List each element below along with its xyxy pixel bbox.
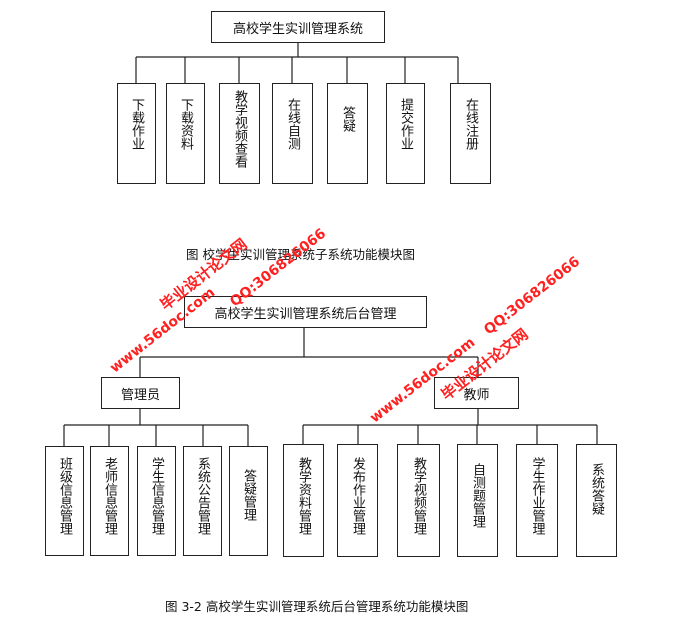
diagram1-node-submit-homework: 提交作业: [386, 83, 425, 184]
node-label: 系统答疑: [589, 463, 604, 515]
node-label: 在线注册: [463, 98, 478, 150]
node-label: 在线自测: [285, 98, 300, 150]
admin-node-class-info: 班级信息管理: [45, 446, 84, 556]
teacher-node-system-qa: 系统答疑: [576, 444, 617, 557]
teacher-node-teaching-materials: 教学资料管理: [283, 444, 324, 557]
node-label: 提交作业: [398, 98, 413, 150]
admin-label: 管理员: [120, 387, 160, 403]
diagram1-root-label: 高校学生实训管理系统: [232, 21, 363, 37]
node-label: 教学资料管理: [296, 457, 311, 535]
diagram2-root-node: 高校学生实训管理系统后台管理: [184, 296, 427, 328]
node-label: 答疑: [340, 106, 355, 132]
diagram2-root-label: 高校学生实训管理系统后台管理: [214, 306, 397, 322]
teacher-node-publish-homework: 发布作业管理: [337, 444, 378, 557]
node-label: 答疑管理: [241, 469, 256, 521]
node-label: 下载作业: [129, 98, 144, 150]
admin-node-teacher-info: 老师信息管理: [90, 446, 129, 556]
admin-node-qa-management: 答疑管理: [229, 446, 268, 556]
node-label: 系统公告管理: [195, 457, 210, 535]
diagram1-node-download-homework: 下载作业: [117, 83, 156, 184]
diagram1-caption: 图 校学生实训管理系统子系统功能模块图: [186, 247, 415, 262]
teacher-node-student-homework: 学生作业管理: [516, 444, 558, 557]
teacher-label: 教师: [463, 387, 490, 403]
node-label: 教学视频查看: [232, 90, 247, 168]
diagram1-root-node: 高校学生实训管理系统: [211, 11, 385, 43]
teacher-node: 教师: [434, 377, 519, 409]
node-label: 学生信息管理: [149, 457, 164, 535]
diagram2-caption: 图 3-2 高校学生实训管理系统后台管理系统功能模块图: [165, 599, 469, 614]
admin-node-student-info: 学生信息管理: [137, 446, 176, 556]
node-label: 教学视频管理: [411, 457, 426, 535]
node-label: 老师信息管理: [102, 457, 117, 535]
node-label: 班级信息管理: [57, 457, 72, 535]
admin-node: 管理员: [101, 377, 180, 409]
teacher-node-teaching-video: 教学视频管理: [397, 444, 440, 557]
diagram1-node-teaching-video: 教学视频查看: [219, 83, 260, 184]
teacher-node-self-test-questions: 自测题管理: [457, 444, 498, 557]
diagram1-node-online-self-test: 在线自测: [272, 83, 313, 184]
node-label: 下载资料: [178, 98, 193, 150]
diagram1-node-qa: 答疑: [327, 83, 368, 184]
node-label: 发布作业管理: [350, 457, 365, 535]
node-label: 自测题管理: [470, 463, 485, 528]
diagram1-node-download-materials: 下载资料: [166, 83, 205, 184]
diagram1-node-online-register: 在线注册: [450, 83, 491, 184]
node-label: 学生作业管理: [529, 457, 545, 535]
admin-node-announcement: 系统公告管理: [183, 446, 222, 556]
